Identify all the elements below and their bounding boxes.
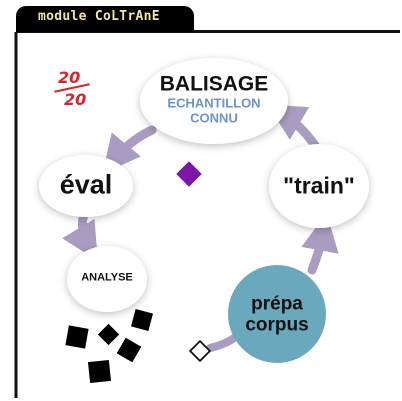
balisage-title: BALISAGE <box>159 72 269 96</box>
arrow-prepa-to-train <box>301 213 339 275</box>
train-label: "train" <box>283 172 355 199</box>
module-tab <box>16 6 194 32</box>
balisage-subtitle-line2: CONNU <box>190 110 238 126</box>
outline-diamond-icon <box>188 339 212 363</box>
node-balisage <box>140 58 288 144</box>
node-prepa <box>228 265 326 363</box>
prepa-label-line2: corpus <box>245 314 309 336</box>
score-numerator: 20 <box>58 68 81 87</box>
node-eval <box>39 155 133 217</box>
arrow-train-to-balisage <box>266 104 323 155</box>
analyse-label: ANALYSE <box>81 271 133 284</box>
score-denominator: 20 <box>64 90 87 109</box>
module-title: module CoLTrAnE <box>38 9 160 24</box>
arrow-balisage-to-eval <box>102 125 157 174</box>
black-squares-icon <box>65 308 154 384</box>
balisage-subtitle-line1: ECHANTILLON <box>167 95 261 111</box>
score-annotation: 20 20 <box>52 70 104 112</box>
prepa-label-line1: prépa <box>251 293 303 315</box>
connector-diamond-to-prepa <box>206 334 238 352</box>
arrow-eval-to-analyse <box>62 207 98 261</box>
node-analyse <box>67 246 147 312</box>
node-train <box>269 144 369 228</box>
eval-label: éval <box>59 169 113 200</box>
purple-diamond-icon <box>176 161 202 187</box>
